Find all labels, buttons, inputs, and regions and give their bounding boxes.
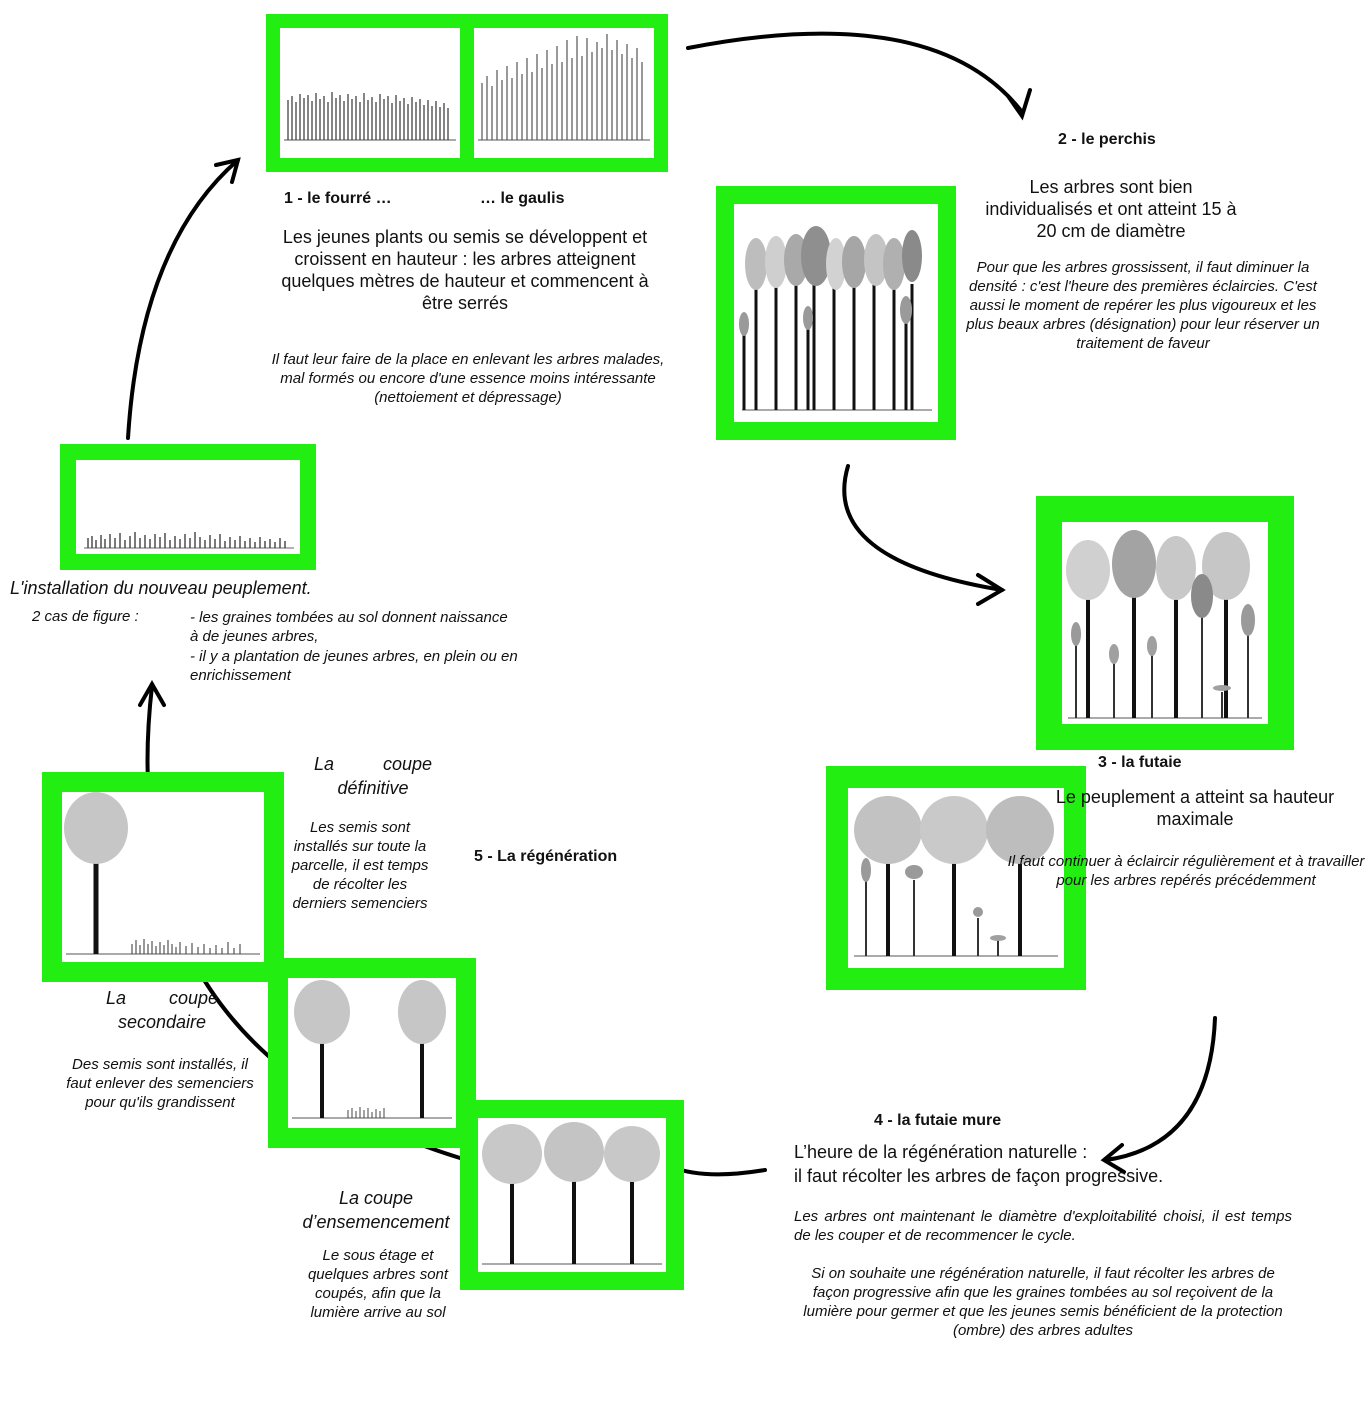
stage1-text: Les jeunes plants ou semis se développen… bbox=[281, 227, 649, 313]
arrow-installation-to-stage1 bbox=[126, 158, 240, 440]
stage1-title-left: 1 - le fourré … bbox=[284, 190, 392, 207]
stage4-note2: Si on souhaite une régénération naturell… bbox=[803, 1265, 1283, 1339]
thicket-illustration bbox=[284, 92, 456, 141]
stage3-frame bbox=[1036, 496, 1294, 750]
arrowhead-stage2 bbox=[1006, 88, 1032, 121]
stage1-title-right: … le gaulis bbox=[480, 190, 565, 207]
stage4-title: 4 - la futaie mure bbox=[874, 1112, 1002, 1129]
stage2-note: Pour que les arbres grossissent, il faut… bbox=[966, 259, 1320, 352]
secondary-cut-frame bbox=[268, 958, 476, 1148]
stage2-frame bbox=[716, 186, 956, 440]
sapling-illustration bbox=[478, 34, 650, 141]
definitive-cut-text: Les semis sont installés sur toute la pa… bbox=[291, 819, 429, 912]
seedlings-illustration bbox=[84, 532, 294, 549]
installation-cases-label: 2 cas de figure : bbox=[32, 608, 139, 625]
pole-stage-illustration bbox=[739, 226, 932, 411]
stage3-title: 3 - la futaie bbox=[1098, 754, 1182, 771]
installation-title: L'installation du nouveau peuplement. bbox=[10, 578, 312, 598]
final-cut-frame bbox=[42, 772, 284, 982]
stage1-frame bbox=[266, 14, 668, 172]
final-cut-illustration bbox=[64, 792, 260, 955]
seeding-cut-text: Le sous étage et quelques arbres sont co… bbox=[307, 1247, 449, 1321]
arrow-stage2-to-stage3 bbox=[842, 464, 1004, 592]
seeding-cut-frame bbox=[460, 1100, 684, 1290]
seeding-cut-title: La coupe d’ensemencement bbox=[302, 1188, 450, 1232]
stage3-text: Le peuplement a atteint sa hauteur maxim… bbox=[1055, 787, 1335, 829]
definitive-cut-title: La coupe définitive bbox=[314, 754, 432, 798]
mature-forest-illustration bbox=[854, 796, 1058, 957]
stage4-note1: Les arbres ont maintenant le diamètre d'… bbox=[794, 1208, 1292, 1244]
arrowhead-stage4 bbox=[1100, 1143, 1126, 1174]
stage3-note: Il faut continuer à éclaircir régulièrem… bbox=[1007, 853, 1365, 889]
stage2-text: Les arbres sont bien individualisés et o… bbox=[985, 177, 1237, 241]
stage4-frame bbox=[826, 766, 1086, 990]
arrowhead-installation bbox=[138, 679, 166, 707]
secondary-cut-text: Des semis sont installés, il faut enleve… bbox=[66, 1056, 254, 1111]
arrow-stage4-to-regeneration bbox=[670, 1165, 767, 1177]
stage1-note: Il faut leur faire de la place en enleva… bbox=[271, 351, 665, 406]
arrowhead-stage1 bbox=[214, 157, 241, 184]
arrow-stage1-to-stage2 bbox=[686, 31, 1024, 114]
installation-case2: - il y a plantation de jeunes arbres, en… bbox=[190, 648, 518, 684]
stage4-text-line2: il faut récolter les arbres de façon pro… bbox=[794, 1166, 1164, 1186]
arrowhead-stage3 bbox=[976, 573, 1006, 606]
stage2-title: 2 - le perchis bbox=[1058, 131, 1156, 148]
secondary-cut-title: La coupe secondaire bbox=[106, 988, 218, 1032]
stage4-text-line1: L’heure de la régénération naturelle : bbox=[794, 1142, 1088, 1162]
high-forest-illustration bbox=[1066, 530, 1262, 719]
installation-case1: - les graines tombées au sol donnent nai… bbox=[190, 609, 508, 645]
installation-frame bbox=[60, 444, 316, 570]
secondary-cut-illustration bbox=[292, 980, 452, 1119]
arrow-stage3-to-stage4 bbox=[1104, 1016, 1217, 1162]
stage5-title: 5 - La régénération bbox=[474, 848, 618, 865]
seeding-cut-illustration bbox=[482, 1122, 662, 1265]
